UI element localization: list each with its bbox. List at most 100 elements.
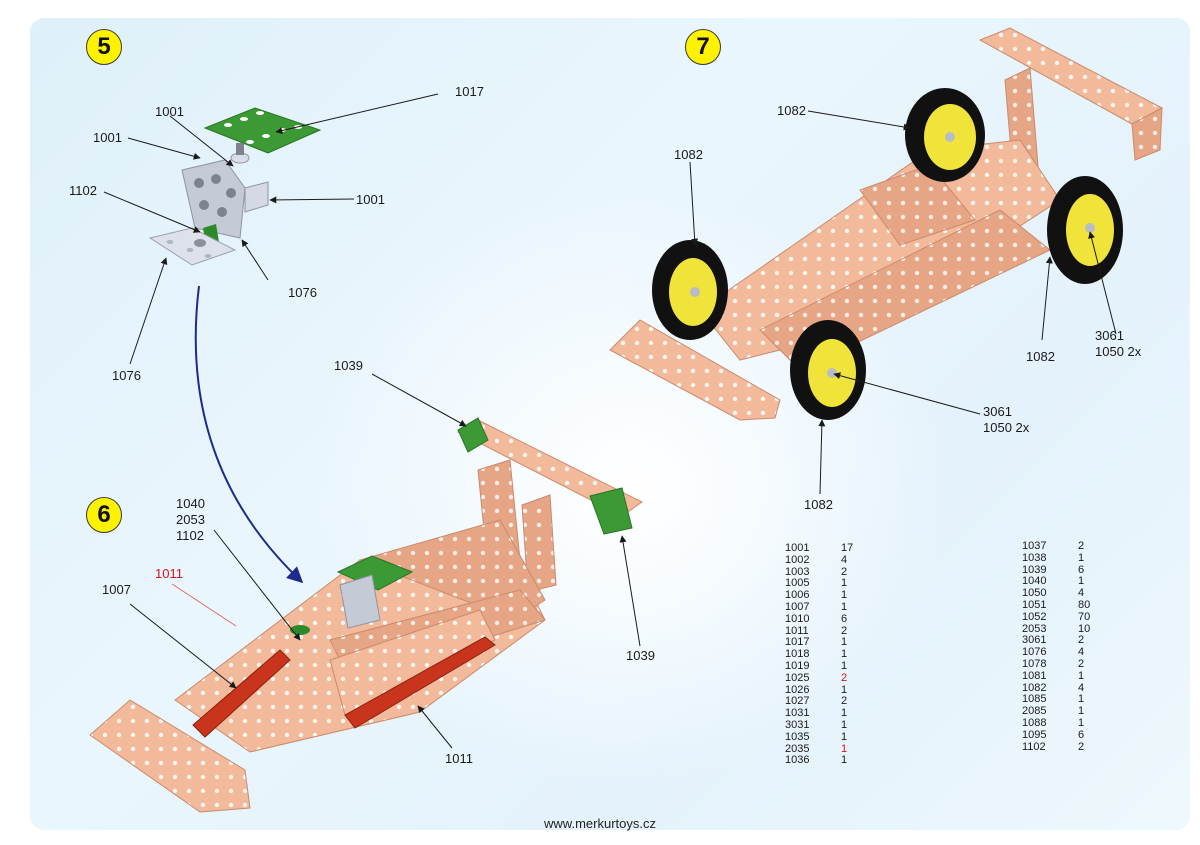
part-code: 1037 [1022,540,1047,552]
step-number-badge: 6 [86,497,122,533]
part-quantity: 2 [1078,740,1085,753]
callout-label: 1011 [445,751,473,766]
part-quantity: 1 [1078,575,1085,588]
part-quantity: 17 [841,542,854,554]
parts-list-row: 1005 1 [785,578,871,590]
part-code: 1076 [1022,646,1047,659]
part-quantity: 2 [1078,657,1085,670]
part-code: 1085 [1022,693,1047,706]
parts-list-row: 1010 6 [785,612,871,626]
callout-label: 1040 [176,496,205,511]
part-quantity: 80 [1078,598,1091,611]
wheel-front-right [790,320,866,420]
part-code: 2035 [785,742,810,755]
part-quantity: 2 [841,565,848,578]
part-quantity: 70 [1078,610,1091,623]
parts-list-row: 2035 1 [785,742,871,756]
part-quantity: 1 [841,577,848,590]
callout-label: 1102 [176,528,204,543]
part-code: 1095 [1022,728,1047,741]
part-quantity: 1 [841,730,848,743]
callout-label: 1082 [674,147,703,162]
part-quantity: 1 [841,683,848,696]
part-quantity: 4 [841,553,848,566]
part-quantity: 1 [1078,669,1085,682]
parts-list-row: 1031 1 [785,707,871,720]
callout-label: 1001 [356,192,385,207]
callout-label: 1102 [69,183,97,198]
part-code: 1001 [785,542,810,554]
callout-label: 3061 [983,404,1012,419]
part-quantity: 2 [841,624,848,637]
part-quantity: 1 [841,742,848,755]
part-quantity: 6 [841,612,848,625]
callout-label: 1082 [804,497,833,512]
part-quantity: 2 [841,671,848,684]
part-code: 1011 [785,624,809,637]
part-code: 1003 [785,565,810,578]
part-quantity: 1 [841,707,848,720]
part-code: 1081 [1022,669,1047,682]
part-code: 1036 [785,754,810,767]
part-quantity: 1 [1078,716,1085,729]
step-number-badge: 7 [685,29,721,65]
part-quantity: 1 [841,659,848,672]
parts-list-row: 1003 2 [785,565,871,579]
callout-label: 3061 [1095,328,1124,343]
part-quantity: 2 [1078,540,1085,552]
part-code: 1078 [1022,657,1047,670]
parts-list-row: 1002 4 [785,553,871,567]
parts-list-row: 1095 6 [1022,728,1108,742]
part-quantity: 1 [841,718,848,731]
part-code: 1025 [785,671,810,684]
parts-list-row: 1026 1 [785,683,871,697]
parts-list-row: 2053 10 [1022,622,1108,636]
part-quantity: 4 [1078,587,1085,600]
callout-label: 1001 [155,104,184,119]
part-code: 1031 [785,707,810,720]
parts-list-row: 1025 2 [785,671,871,685]
callout-label: 1007 [102,582,131,597]
part-quantity: 1 [841,648,848,661]
part-code: 1010 [785,612,810,625]
part-quantity: 1 [841,636,848,649]
step7-leader-lines [689,110,1117,495]
part-code: 1082 [1022,681,1047,694]
step6-leader-lines [129,373,641,749]
part-quantity: 10 [1078,622,1091,635]
callout-label: 1082 [1026,349,1055,364]
callout-label: 2053 [176,512,205,527]
part-code: 1027 [785,695,810,708]
part-code: 2053 [1022,622,1047,635]
parts-list-row: 1038 1 [1022,551,1108,565]
part-quantity: 6 [1078,728,1085,741]
part-code: 1026 [785,683,810,696]
callout-label: 1050 2x [983,420,1030,435]
part-quantity: 1 [1078,551,1085,564]
callout-label: 1039 [626,648,655,663]
callout-label: 1050 2x [1095,344,1142,359]
callout-label: 1001 [93,130,122,145]
parts-list-row: 1078 2 [1022,657,1108,671]
callout-label: 1039 [334,358,363,373]
part-code: 1038 [1022,551,1047,564]
part-code: 1005 [785,577,810,590]
parts-list-row: 1001 17 [785,542,871,555]
step7-car [609,27,1164,421]
step5-leader-lines [103,93,439,365]
part-code: 2085 [1022,705,1047,718]
part-code: 1002 [785,553,810,566]
